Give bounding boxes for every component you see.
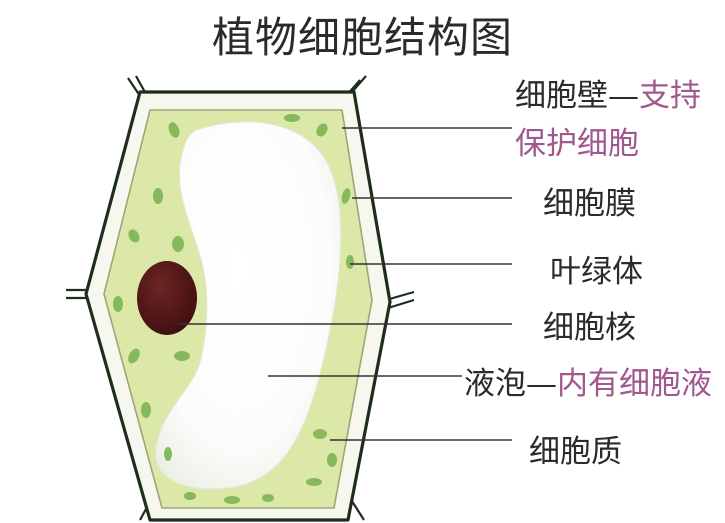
label-nucleus: 细胞核	[543, 310, 636, 346]
chloroplast	[262, 494, 274, 502]
leader-lines	[178, 127, 512, 441]
neighbor-wall-top-left	[127, 77, 141, 97]
label-cell-wall-function: 支持	[639, 78, 701, 114]
diagram-title: 植物细胞结构图	[211, 13, 513, 62]
label-vacuole-function: 内有细胞液	[557, 366, 712, 402]
chloroplast	[128, 348, 140, 364]
label-vacuole: 液泡—内有细胞液	[464, 366, 712, 402]
label-cell-wall: 细胞壁—支持	[515, 78, 701, 114]
label-cell-wall-name: 细胞壁	[515, 78, 608, 114]
label-cell-membrane: 细胞膜	[543, 186, 636, 222]
neighbor-wall-top-right	[351, 75, 367, 93]
chloroplast	[164, 447, 172, 461]
chloroplast	[128, 229, 140, 243]
chloroplast	[327, 453, 337, 467]
chloroplast	[341, 188, 351, 204]
neighbor-wall-right-b	[387, 298, 415, 310]
chloroplast	[113, 296, 123, 312]
chloroplast	[153, 188, 163, 204]
label-chloroplast: 叶绿体	[550, 254, 643, 290]
chloroplast	[306, 478, 322, 486]
chloroplast	[168, 122, 180, 138]
chloroplast	[224, 496, 240, 504]
chloroplast	[184, 492, 196, 500]
chloroplast	[346, 255, 354, 269]
label-cell-wall-function-line2: 保护细胞	[515, 126, 639, 162]
chloroplast	[174, 351, 190, 361]
label-vacuole-dash: —	[526, 366, 557, 402]
label-vacuole-name: 液泡	[464, 366, 526, 402]
label-cell-wall-dash: —	[608, 78, 639, 114]
chloroplast	[316, 123, 328, 137]
chloroplast	[284, 114, 300, 122]
chloroplast	[313, 429, 327, 439]
chloroplast	[172, 236, 184, 252]
nucleus	[137, 261, 197, 335]
chloroplast	[141, 402, 151, 418]
vacuole	[154, 120, 342, 490]
chloroplasts	[113, 114, 354, 504]
label-cytoplasm: 细胞质	[529, 434, 622, 470]
